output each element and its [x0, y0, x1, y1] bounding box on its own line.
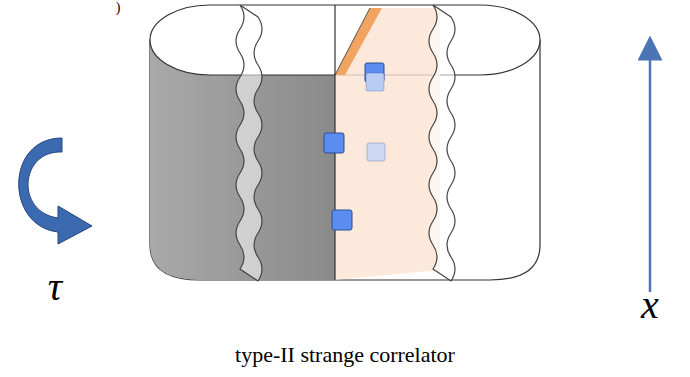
wavy-breaks [236, 5, 455, 281]
tau-arrow [19, 138, 92, 244]
caption: type-II strange correlator [235, 344, 455, 366]
stray-mark: ) [116, 1, 121, 15]
orange-plane [335, 8, 440, 280]
top-face [150, 5, 540, 75]
x-arrow [649, 48, 652, 292]
axis-label: τ [48, 267, 62, 307]
axis-label: x [641, 285, 659, 325]
blue-squares [324, 63, 385, 230]
